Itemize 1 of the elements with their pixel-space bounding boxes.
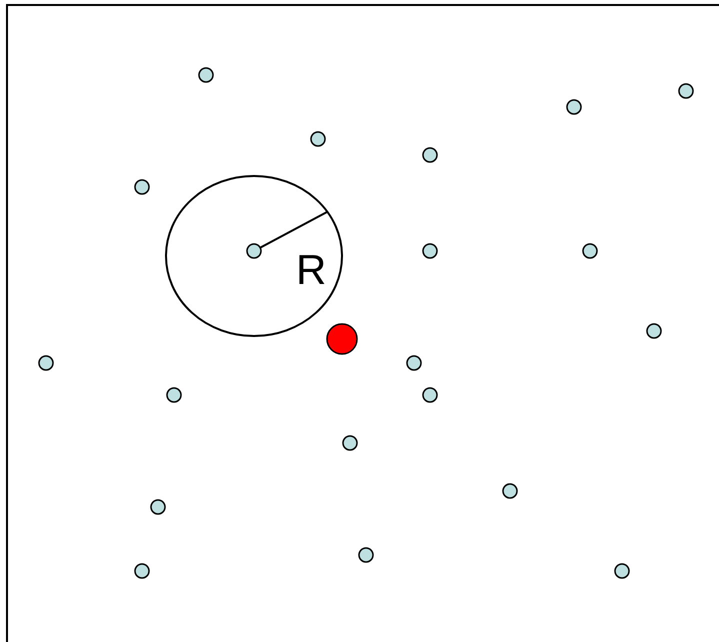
radius-label: R — [296, 249, 326, 291]
